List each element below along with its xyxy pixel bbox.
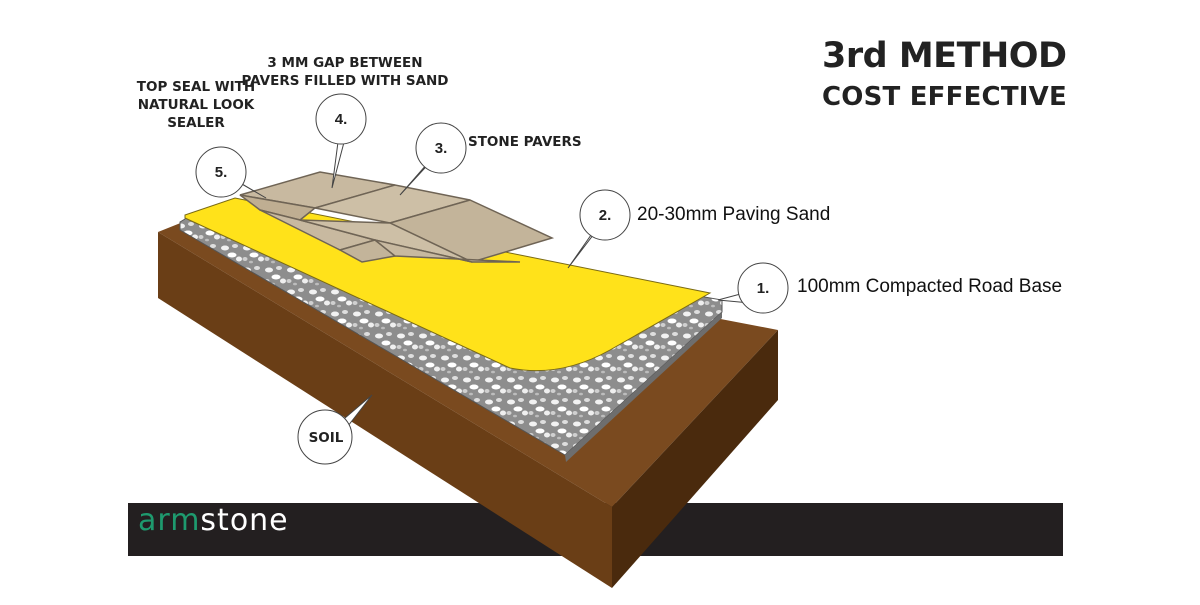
- soil-label: SOIL: [308, 430, 344, 446]
- svg-text:1.: 1.: [757, 280, 770, 297]
- svg-text:3.: 3.: [435, 140, 448, 157]
- callout-2-text: 20-30mm Paving Sand: [637, 204, 831, 225]
- stone-pavers: [239, 171, 555, 263]
- title-line1: 3rd METHOD: [822, 36, 1067, 76]
- road-base-edge: [565, 312, 722, 462]
- title-line2: COST EFFECTIVE: [822, 82, 1067, 112]
- svg-text:2.: 2.: [599, 207, 612, 224]
- callout-4: 4.: [315, 93, 367, 189]
- paving-sand-layer: [184, 197, 712, 372]
- svg-text:5.: 5.: [215, 164, 228, 181]
- callout-3: 3.: [399, 122, 467, 196]
- callout-1: 1.: [717, 262, 789, 314]
- brand-part1: arm: [138, 503, 201, 538]
- callout-3-text: STONE PAVERS: [468, 134, 582, 150]
- callout-1-text: 100mm Compacted Road Base: [797, 276, 1063, 297]
- callout-5-text: TOP SEAL WITH NATURAL LOOK SEALER: [136, 79, 256, 131]
- brand-part2: stone: [200, 503, 289, 538]
- callout-4-text: 3 MM GAP BETWEEN PAVERS FILLED WITH SAND: [241, 55, 449, 89]
- brand-logo: armstone: [138, 503, 289, 538]
- callout-soil: [297, 394, 373, 465]
- svg-text:4.: 4.: [335, 111, 348, 128]
- callout-2: 2.: [567, 189, 631, 269]
- callout-5: 5.: [195, 146, 267, 199]
- soil-side-face: [612, 330, 778, 588]
- soil-front-face: [158, 232, 612, 588]
